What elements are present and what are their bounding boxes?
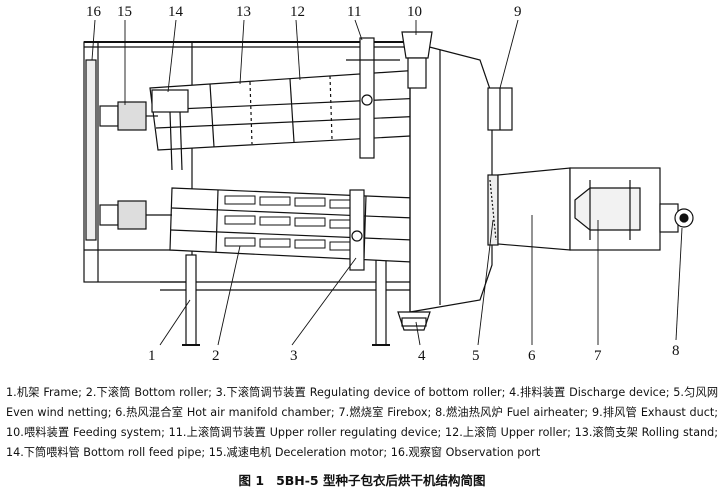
figure-number: 图 1 (238, 473, 265, 488)
callout-1: 1 (148, 348, 156, 364)
firebox (569, 167, 661, 251)
feeding-system (401, 31, 433, 89)
fuel-airheater (659, 203, 694, 233)
legend-item-7: 7.燃烧室 Firebox; (338, 406, 432, 419)
legend-item-10: 10.喂料装置 Feeding system; (6, 426, 165, 439)
legend-item-5: 5.匀风网 Even wind netting; (6, 386, 719, 419)
legend-item-3: 3.下滚筒调节装置 Regulating device of bottom ro… (215, 386, 506, 399)
machine-structure-diagram: 16 15 14 13 12 11 10 9 1 2 3 4 5 6 7 8 (83, 4, 694, 364)
figure-title: 5BH-5 型种子包衣后烘干机结构简图 (276, 473, 486, 488)
leader-lines (91, 19, 683, 346)
legend-item-1: 1.机架 Frame; (6, 386, 82, 399)
callout-8: 8 (672, 343, 680, 359)
exhaust-duct (487, 87, 513, 131)
callout-6: 6 (528, 348, 536, 364)
frame-rails (84, 41, 410, 291)
callout-2: 2 (212, 348, 220, 364)
legend-item-15: 15.减速电机 Deceleration motor; (208, 446, 388, 459)
callout-10: 10 (407, 4, 422, 20)
callout-12: 12 (290, 4, 305, 20)
even-wind-netting (487, 174, 499, 246)
callout-7: 7 (594, 348, 602, 364)
callout-15: 15 (117, 4, 132, 20)
callout-11: 11 (347, 4, 361, 20)
bottom-roller (169, 187, 416, 263)
callout-9: 9 (514, 4, 522, 20)
legend-item-6: 6.热风混合室 Hot air manifold chamber; (115, 406, 335, 419)
legend-item-9: 9.排风管 Exhaust duct; (592, 406, 719, 419)
bottom-roller-regulating-device (349, 189, 365, 271)
callout-14: 14 (168, 4, 184, 20)
legend-item-16: 16.观察窗 Observation port (390, 446, 541, 459)
legend-item-13: 13.滚筒支架 Rolling stand; (574, 426, 719, 439)
callout-5: 5 (472, 348, 480, 364)
legend-item-8: 8.燃油热风炉 Fuel airheater; (435, 406, 589, 419)
upper-roller-regulating-device (346, 37, 400, 159)
deceleration-motor-upper (99, 101, 158, 131)
callout-16: 16 (86, 4, 102, 20)
callout-13: 13 (236, 4, 251, 20)
legend-item-4: 4.排料装置 Discharge device; (509, 386, 670, 399)
legend-item-12: 12.上滚筒 Upper roller; (444, 426, 571, 439)
legend: 1.机架 Frame; 2.下滚筒 Bottom roller; 3.下滚筒调节… (6, 383, 718, 463)
discharge-device (397, 311, 431, 331)
deceleration-motor-lower (99, 200, 172, 230)
manifold-duct (497, 167, 571, 251)
figure-caption: 图 1 5BH-5 型种子包衣后烘干机结构简图 (0, 470, 724, 489)
callout-4: 4 (418, 348, 426, 364)
observation-port (85, 59, 97, 241)
bottom-roll-feed-pipe (151, 89, 189, 171)
callout-3: 3 (290, 348, 298, 364)
callout-numbers: 16 15 14 13 12 11 10 9 1 2 3 4 5 6 7 8 (86, 4, 680, 364)
legend-item-11: 11.上滚筒调节装置 Upper roller regulating devic… (168, 426, 442, 439)
legend-item-2: 2.下滚筒 Bottom roller; (85, 386, 212, 399)
legend-item-14: 14.下筒喂料管 Bottom roll feed pipe; (6, 446, 206, 459)
